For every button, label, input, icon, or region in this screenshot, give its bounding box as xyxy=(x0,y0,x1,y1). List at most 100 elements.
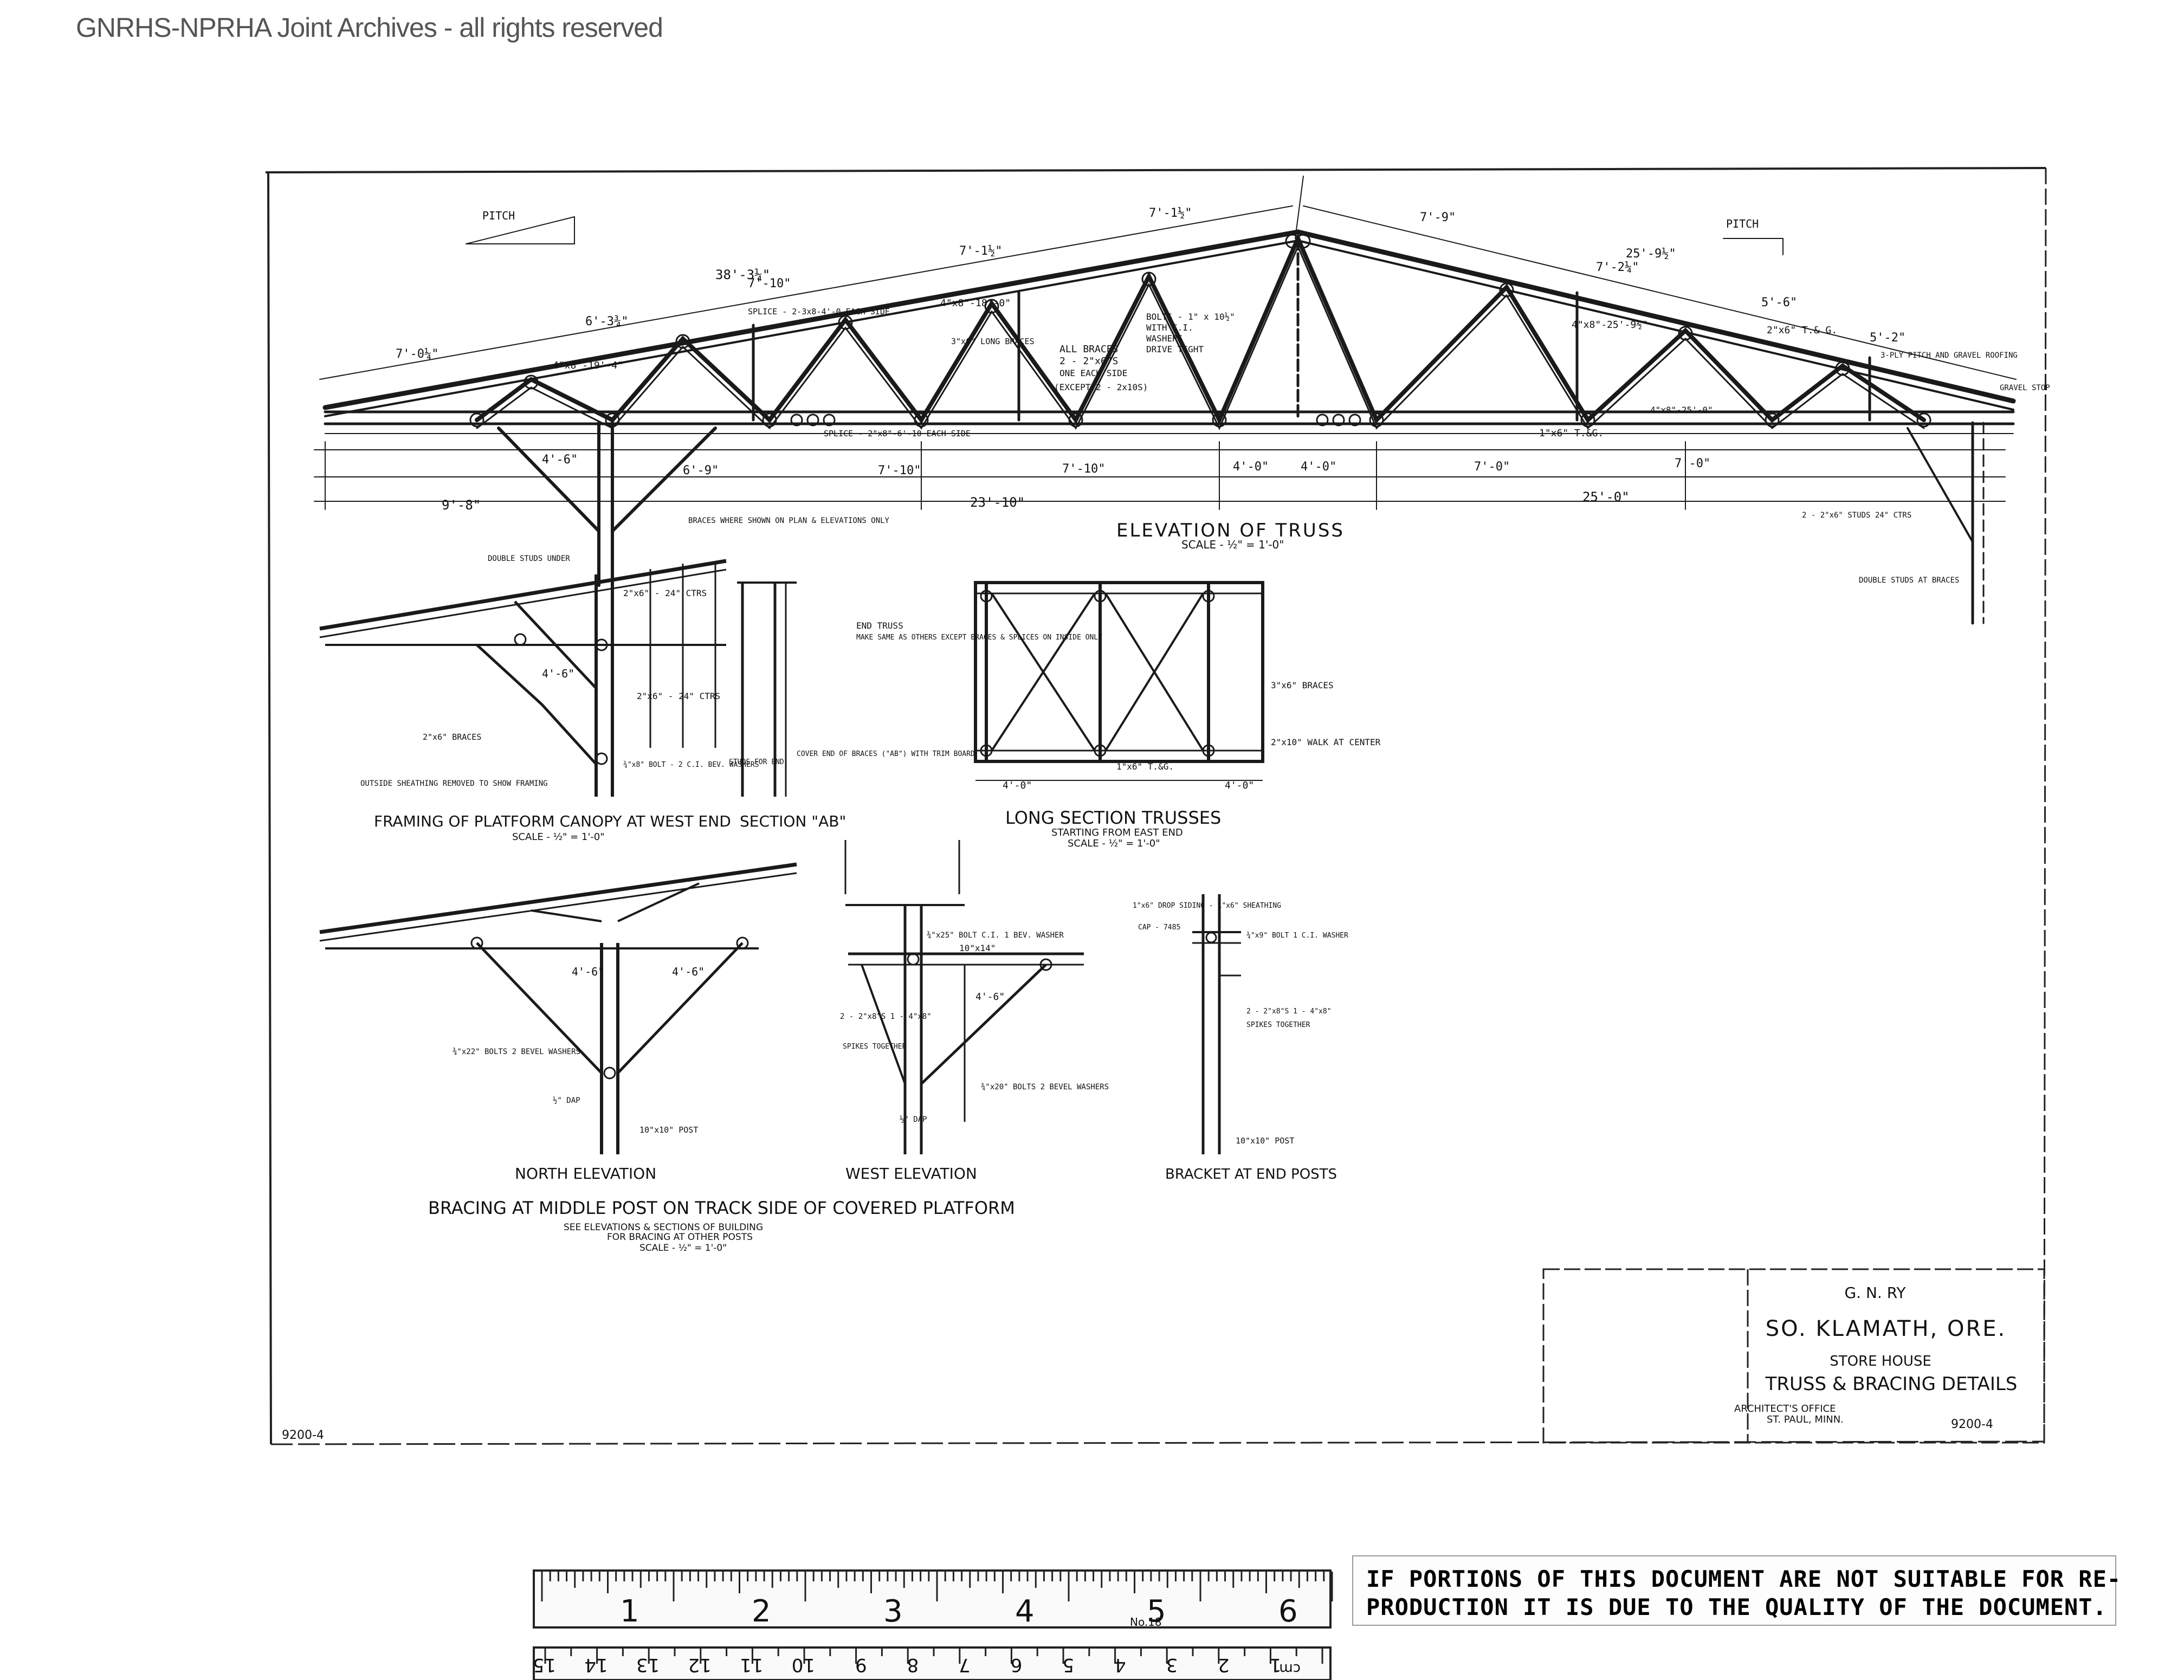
ruler-cm-label: 14 xyxy=(584,1654,608,1676)
svg-text:3-PLY PITCH AND GRAVEL ROOFING: 3-PLY PITCH AND GRAVEL ROOFING xyxy=(1881,351,2018,360)
reproduction-notice: IF PORTIONS OF THIS DOCUMENT ARE NOT SUI… xyxy=(1352,1555,2121,1626)
svg-text:1"x6" T.&G.: 1"x6" T.&G. xyxy=(1116,761,1174,772)
svg-text:4"x8"-25'-9½": 4"x8"-25'-9½" xyxy=(1572,319,1648,331)
railway-name: G. N. RY xyxy=(1844,1284,1906,1302)
ruler-cm-label: 1 xyxy=(1270,1654,1282,1676)
svg-text:7'-0¼": 7'-0¼" xyxy=(396,347,438,361)
truss-elevation-labels: PITCH PITCH 38'-3¼" 7'-10" 7'-1½" 7'-1½"… xyxy=(396,206,2050,585)
archive-watermark: GNRHS-NPRHA Joint Archives - all rights … xyxy=(76,12,663,43)
ruler-cm-label: 15 xyxy=(533,1654,556,1676)
ruler-cm-label: 5 xyxy=(1062,1654,1074,1676)
svg-text:¾"x9" BOLT 1 C.I. WASHER: ¾"x9" BOLT 1 C.I. WASHER xyxy=(1246,932,1348,940)
notice-line-2: PRODUCTION IT IS DUE TO THE QUALITY OF T… xyxy=(1366,1594,2107,1620)
svg-text:END TRUSS: END TRUSS xyxy=(856,621,903,631)
sheet-number: 9200-4 xyxy=(1951,1418,1993,1431)
svg-text:PITCH: PITCH xyxy=(1726,217,1759,230)
elevation-of-truss-title: ELEVATION OF TRUSS xyxy=(1116,520,1345,541)
svg-text:4'-6": 4'-6" xyxy=(542,667,574,680)
svg-text:BOLTS - 1" x 10½": BOLTS - 1" x 10½" xyxy=(1146,312,1235,322)
svg-text:4"x8"-25'-0": 4"x8"-25'-0" xyxy=(1650,405,1713,415)
svg-text:DRIVE TIGHT: DRIVE TIGHT xyxy=(1146,344,1204,354)
svg-text:2"x10" WALK AT CENTER: 2"x10" WALK AT CENTER xyxy=(1271,737,1381,747)
drawing-number-left: 9200-4 xyxy=(282,1429,324,1442)
svg-text:7'-10": 7'-10" xyxy=(1062,462,1105,476)
svg-text:¾"x8" BOLT - 2 C.I. BEV. WASHE: ¾"x8" BOLT - 2 C.I. BEV. WASHERS xyxy=(623,761,759,769)
building-name: STORE HOUSE xyxy=(1830,1353,1931,1369)
north-elevation xyxy=(319,862,797,1154)
bracket-end-posts xyxy=(1192,894,1241,1154)
ruler-cm-label: 9 xyxy=(855,1654,867,1676)
svg-text:SCALE - ½" = 1'-0": SCALE - ½" = 1'-0" xyxy=(512,831,605,843)
long-section xyxy=(974,581,1264,781)
svg-text:7'-10": 7'-10" xyxy=(748,277,791,290)
ruler-cm-label: 3 xyxy=(1166,1654,1178,1676)
svg-text:FOR BRACING AT OTHER POSTS: FOR BRACING AT OTHER POSTS xyxy=(607,1232,753,1243)
svg-text:SCALE - ½" = 1'-0": SCALE - ½" = 1'-0" xyxy=(1181,538,1284,551)
svg-text:1"x6" T.&G.: 1"x6" T.&G. xyxy=(1539,428,1604,439)
svg-text:SPLICE - 2"x8"-6'-10 EACH SIDE: SPLICE - 2"x8"-6'-10 EACH SIDE xyxy=(824,429,971,438)
svg-text:¾"x25" BOLT C.I. 1 BEV. WASHER: ¾"x25" BOLT C.I. 1 BEV. WASHER xyxy=(927,931,1064,940)
svg-text:DOUBLE STUDS UNDER: DOUBLE STUDS UNDER xyxy=(488,554,570,563)
location-name: SO. KLAMATH, ORE. xyxy=(1766,1316,2006,1341)
ruler-inch-label: 3 xyxy=(883,1594,903,1629)
svg-text:2 - 2"x8"S 1 - 4"x8": 2 - 2"x8"S 1 - 4"x8" xyxy=(840,1012,932,1021)
svg-text:4'-6": 4'-6" xyxy=(572,965,604,978)
north-elevation-labels: 4'-6" 4'-6" ¾"x22" BOLTS 2 BEVEL WASHERS… xyxy=(453,965,705,1183)
svg-text:2 - 2"x6" STUDS 24" CTRS: 2 - 2"x6" STUDS 24" CTRS xyxy=(1802,511,1911,520)
svg-text:7'-9": 7'-9" xyxy=(1420,211,1456,224)
ruler-cm-label: 10 xyxy=(792,1654,815,1676)
svg-text:¾"x20" BOLTS 2 BEVEL WASHERS: ¾"x20" BOLTS 2 BEVEL WASHERS xyxy=(981,1083,1109,1091)
svg-text:4'-6": 4'-6" xyxy=(672,965,705,978)
ruler-cm-label: 6 xyxy=(1011,1654,1023,1676)
svg-text:¾"x22" BOLTS 2 BEVEL WASHERS: ¾"x22" BOLTS 2 BEVEL WASHERS xyxy=(453,1048,580,1056)
svg-text:2"x6" T.& G.: 2"x6" T.& G. xyxy=(1767,325,1837,336)
west-elevation xyxy=(844,840,1084,1154)
svg-text:MAKE SAME AS OTHERS EXCEPT BRA: MAKE SAME AS OTHERS EXCEPT BRACES & SPLI… xyxy=(856,634,1102,642)
ruler-brand: No.18 xyxy=(1130,1616,1162,1629)
bracing-middle-title: BRACING AT MIDDLE POST ON TRACK SIDE OF … xyxy=(428,1198,1015,1218)
svg-text:SEE ELEVATIONS & SECTIONS OF B: SEE ELEVATIONS & SECTIONS OF BUILDING xyxy=(564,1222,763,1233)
ruler-cm-label: 12 xyxy=(688,1654,712,1676)
svg-text:4'-0": 4'-0" xyxy=(1003,780,1032,791)
ruler-inch-label: 2 xyxy=(752,1594,771,1629)
svg-text:STUDS FOR END: STUDS FOR END xyxy=(729,758,784,766)
svg-text:PITCH: PITCH xyxy=(482,209,515,222)
svg-text:WASHERS: WASHERS xyxy=(1146,333,1183,344)
svg-text:1"x6" DROP SIDING - 1"x6" SHEA: 1"x6" DROP SIDING - 1"x6" SHEATHING xyxy=(1133,902,1281,910)
ruler-inch-label: 1 xyxy=(620,1594,639,1629)
ruler-cm-label: 13 xyxy=(636,1654,660,1676)
svg-text:SPIKES TOGETHER: SPIKES TOGETHER xyxy=(1246,1021,1310,1029)
svg-text:25'-0": 25'-0" xyxy=(1582,489,1630,505)
truss-elevation xyxy=(314,176,2017,625)
ruler-inch-label: 6 xyxy=(1278,1594,1298,1629)
svg-text:4'-6": 4'-6" xyxy=(542,453,578,467)
svg-text:7'-10": 7'-10" xyxy=(878,464,921,477)
svg-text:WITH C.I.: WITH C.I. xyxy=(1146,322,1193,333)
svg-text:7'-0": 7'-0" xyxy=(1474,460,1510,474)
title-block-text: G. N. RY SO. KLAMATH, ORE. STORE HOUSE T… xyxy=(1734,1284,2017,1431)
ruler-inch-label: 4 xyxy=(1015,1594,1035,1629)
svg-text:OUTSIDE SHEATHING REMOVED TO S: OUTSIDE SHEATHING REMOVED TO SHOW FRAMIN… xyxy=(360,779,548,788)
svg-text:ONE EACH SIDE: ONE EACH SIDE xyxy=(1059,368,1127,378)
north-elevation-title: NORTH ELEVATION xyxy=(515,1165,656,1183)
svg-text:7'-2¼": 7'-2¼" xyxy=(1596,261,1639,274)
svg-text:9'-8": 9'-8" xyxy=(442,497,481,513)
long-section-title: LONG SECTION TRUSSES xyxy=(1005,807,1221,828)
svg-text:SPLICE - 2-3x8-4'-0 EACH SIDE: SPLICE - 2-3x8-4'-0 EACH SIDE xyxy=(748,307,890,316)
sheet-title: TRUSS & BRACING DETAILS xyxy=(1765,1373,2018,1395)
drawing-border xyxy=(265,167,2047,1445)
svg-text:3"x6" LONG BRACES: 3"x6" LONG BRACES xyxy=(951,337,1035,346)
svg-text:23'-10": 23'-10" xyxy=(970,495,1025,510)
svg-text:7'-0": 7'-0" xyxy=(1675,457,1710,470)
svg-text:SCALE - ½" = 1'-0": SCALE - ½" = 1'-0" xyxy=(1068,838,1160,849)
svg-text:BRACES WHERE SHOWN ON PLAN & E: BRACES WHERE SHOWN ON PLAN & ELEVATIONS … xyxy=(688,516,889,525)
svg-text:COVER END OF BRACES ("AB") WIT: COVER END OF BRACES ("AB") WITH TRIM BOA… xyxy=(797,750,975,758)
long-section-labels: END TRUSS MAKE SAME AS OTHERS EXCEPT BRA… xyxy=(856,621,1381,849)
svg-text:7'-1½": 7'-1½" xyxy=(959,244,1002,258)
svg-text:3"x6" BRACES: 3"x6" BRACES xyxy=(1271,680,1334,690)
svg-text:4'-0": 4'-0" xyxy=(1225,780,1254,791)
svg-text:4"x8"-18'-0": 4"x8"-18'-0" xyxy=(940,298,1011,309)
svg-text:7'-1½": 7'-1½" xyxy=(1149,206,1192,220)
bracket-end-posts-title: BRACKET AT END POSTS xyxy=(1165,1166,1337,1183)
